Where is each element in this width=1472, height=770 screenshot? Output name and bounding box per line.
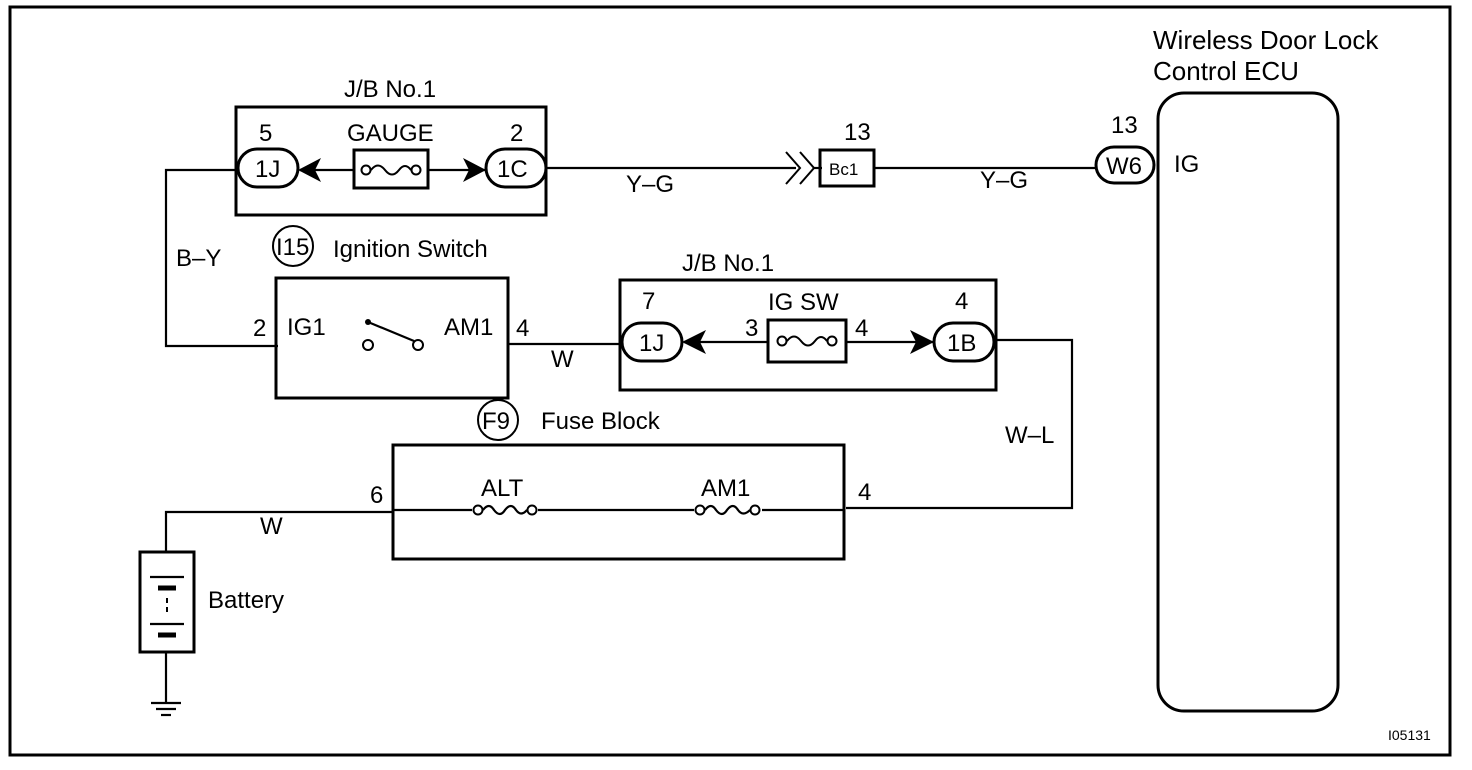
am1-fuse-element [704,504,751,516]
ignition-switch-blade [367,320,415,343]
ignition-switch-body [274,276,510,400]
alt-fuse-element [482,504,528,516]
y-g-circuit: Bc1 13 Y–G Y–G [546,119,1096,198]
jb-top-block: J/B No.1 GAUGE 1J 5 1C 2 [234,76,548,217]
jb-mid-fuse-out-pin: 4 [855,315,868,342]
jb-mid-block: J/B No.1 IG SW 3 4 1J 7 1B 4 [618,250,998,392]
ignition-switch-pivot [365,319,371,325]
ignition-switch-code: I15 [276,234,309,261]
fuse-block: F9 Fuse Block 6 4 ALT AM1 [370,399,871,561]
bc1-female-chevron [799,151,816,185]
ignition-switch-title: Ignition Switch [333,236,488,263]
fuse-block-title: Fuse Block [541,408,661,435]
b-y-circuit: B–Y [164,168,278,348]
ecu-pin-label: IG [1174,151,1199,178]
jb-top-right-pin: 2 [510,120,523,147]
battery-block: Battery [138,550,284,717]
ecu-body [1156,91,1340,713]
am1-fuse-label: AM1 [701,475,750,502]
jb-top-fuse-label: GAUGE [347,120,434,147]
ignition-switch-code-badge [272,225,314,267]
ecu-title-line2: Control ECU [1153,56,1299,86]
jb-mid-fuse-label: IG SW [768,289,839,316]
y-g-wire-label-1: Y–G [626,171,674,198]
jb-mid-right-connector [932,321,996,363]
ignition-switch-contact-left [362,339,374,351]
jb-top-left-connector-arrow [298,158,321,182]
ignition-switch-block: I15 Ignition Switch IG1 AM1 2 4 [253,225,529,400]
alt-fuse-terminal-left [472,504,484,516]
jb-top-right-connector-arrow [463,158,486,182]
jb-top-left-connector [236,147,300,189]
ignition-switch-left-terminal: IG1 [287,314,326,341]
ignition-switch-left-pin: 2 [253,315,266,342]
w-circuit-lower: W [164,510,393,552]
ig-sw-fuse-element [786,335,828,347]
alt-fuse-terminal-right [526,504,538,516]
ecu-connector [1094,145,1156,185]
fuse-block-code-badge [477,399,519,441]
b-y-wire [164,168,278,348]
bc1-code: Bc1 [829,160,858,179]
ecu-connector-pin: 13 [1111,112,1138,139]
ecu-block: Wireless Door Lock Control ECU IG W6 13 [1094,25,1379,713]
ig-sw-fuse-terminal-left [776,335,788,347]
jb-mid-left-connector-code: 1J [639,330,664,357]
gauge-fuse-symbol [352,148,430,190]
w-wire-lower-label: W [260,513,283,540]
am1-fuse-terminal-right [749,504,761,516]
jb-mid-body [618,278,998,392]
jb-mid-right-connector-arrow [910,330,934,354]
ecu-connector-code: W6 [1106,153,1142,180]
w-wire-lower [164,510,393,552]
bc1-pin: 13 [844,119,871,146]
jb-mid-fuse-in-pin: 3 [745,315,758,342]
ignition-switch-right-terminal: AM1 [444,314,493,341]
w-l-wire-label: W–L [1005,422,1054,449]
jb-mid-left-connector-arrow [682,330,706,354]
bc1-male-chevron [785,151,802,185]
jb-top-right-connector-code: 1C [497,156,528,183]
y-g-wire-label-2: Y–G [980,167,1028,194]
battery-label: Battery [208,587,284,614]
jb-mid-left-pin: 7 [642,288,655,315]
jb-mid-right-pin: 4 [955,288,968,315]
jb-mid-title: J/B No.1 [682,250,774,277]
ignition-switch-right-pin: 4 [516,315,529,342]
gauge-fuse-terminal-left [360,164,372,176]
ig-sw-fuse-terminal-right [826,335,838,347]
ecu-title-line1: Wireless Door Lock [1153,25,1379,55]
alt-fuse-label: ALT [481,475,524,502]
fuse-block-right-pin: 4 [858,479,871,506]
fuse-block-code: F9 [482,408,510,435]
fuse-block-left-pin: 6 [370,482,383,509]
jb-top-left-connector-code: 1J [255,156,280,183]
fuse-block-body [391,443,846,561]
jb-mid-right-connector-code: 1B [947,330,976,357]
w-l-circuit: W–L [846,338,1074,510]
b-y-wire-label: B–Y [176,245,221,272]
figure-id: I05131 [1388,727,1431,743]
jb-top-left-pin: 5 [259,120,272,147]
gauge-fuse-terminal-right [410,164,422,176]
w-wire-upper-label: W [551,346,574,373]
ig-sw-fuse-symbol [766,318,848,364]
am1-fuse-terminal-left [694,504,706,516]
ignition-switch-contact-right [412,339,424,351]
w-circuit-upper: W [508,342,622,373]
gauge-fuse-element [370,164,412,176]
w-l-wire [846,338,1074,510]
jb-top-title: J/B No.1 [344,76,436,103]
jb-mid-left-connector [620,321,684,363]
diagram-frame [8,5,1452,757]
